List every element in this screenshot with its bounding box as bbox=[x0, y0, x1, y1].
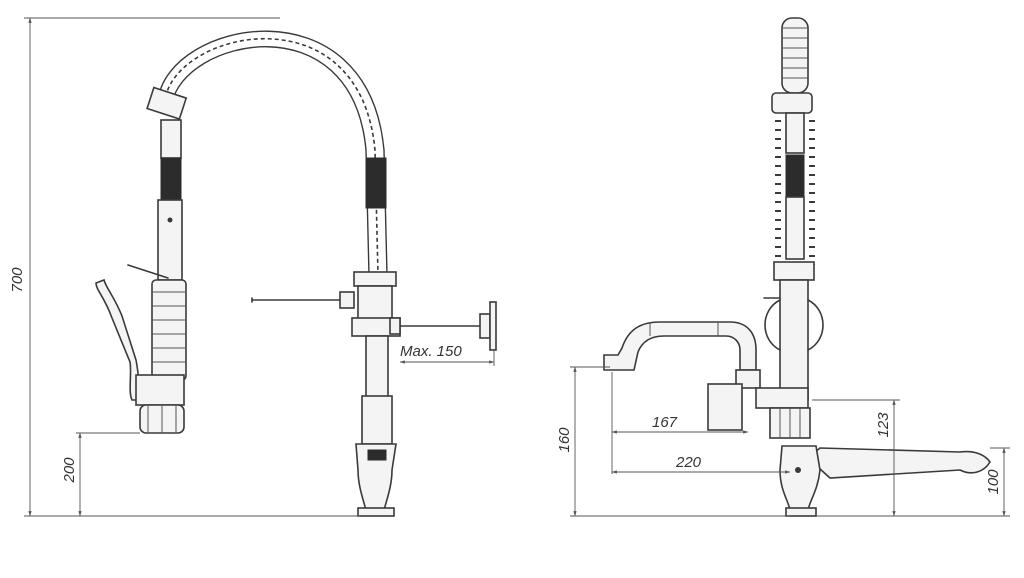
side-hose-upper bbox=[785, 112, 805, 154]
hose-dark-grip bbox=[160, 157, 182, 201]
spring-coil-loops-inner bbox=[171, 46, 370, 276]
spring-coil-loops bbox=[157, 30, 388, 276]
spring-coil-inner bbox=[162, 36, 381, 276]
side-body bbox=[779, 279, 809, 401]
side-hose-body bbox=[785, 196, 805, 260]
spray-holder bbox=[146, 86, 188, 120]
side-spout bbox=[603, 321, 757, 371]
dim-lever-height: 100 bbox=[985, 469, 1002, 495]
side-base-plate bbox=[785, 507, 817, 517]
riser-pipe bbox=[365, 335, 389, 399]
side-view bbox=[603, 17, 991, 517]
side-valve bbox=[707, 383, 743, 431]
riser-base-plate bbox=[357, 507, 395, 517]
spring-coil bbox=[164, 37, 379, 276]
riser-collar bbox=[357, 285, 393, 321]
dim-spout-reach-outer: 220 bbox=[675, 454, 702, 471]
dim-spout-reach-inner: 167 bbox=[652, 414, 678, 431]
side-lever bbox=[806, 447, 991, 479]
wall-plate bbox=[479, 313, 491, 339]
riser-lower bbox=[361, 395, 393, 445]
dim-spout-height: 160 bbox=[556, 427, 573, 453]
side-hose-loop bbox=[764, 299, 781, 351]
dim-right-height: 123 bbox=[875, 412, 892, 438]
hose-bolt bbox=[167, 217, 173, 223]
dimension-lines bbox=[24, 17, 1010, 517]
dim-total-height: 700 bbox=[9, 267, 26, 293]
hose-upper bbox=[160, 119, 182, 159]
spring-grip-dark bbox=[365, 157, 387, 209]
side-holder bbox=[771, 92, 813, 114]
side-spring bbox=[781, 17, 809, 94]
side-mixer-body bbox=[779, 445, 821, 511]
side-spout-joint bbox=[755, 387, 809, 409]
riser-collar-top bbox=[353, 271, 397, 287]
spray-grip bbox=[151, 279, 187, 381]
side-collar bbox=[773, 261, 815, 281]
spray-lever bbox=[95, 278, 141, 401]
spray-valve-body bbox=[135, 374, 185, 406]
hose-body bbox=[157, 199, 183, 281]
side-dark-grip bbox=[785, 154, 805, 198]
dim-wall-projection: Max. 150 bbox=[400, 343, 462, 360]
front-view bbox=[95, 30, 497, 517]
dim-base-height: 200 bbox=[61, 457, 78, 484]
lever-trigger bbox=[127, 264, 169, 279]
